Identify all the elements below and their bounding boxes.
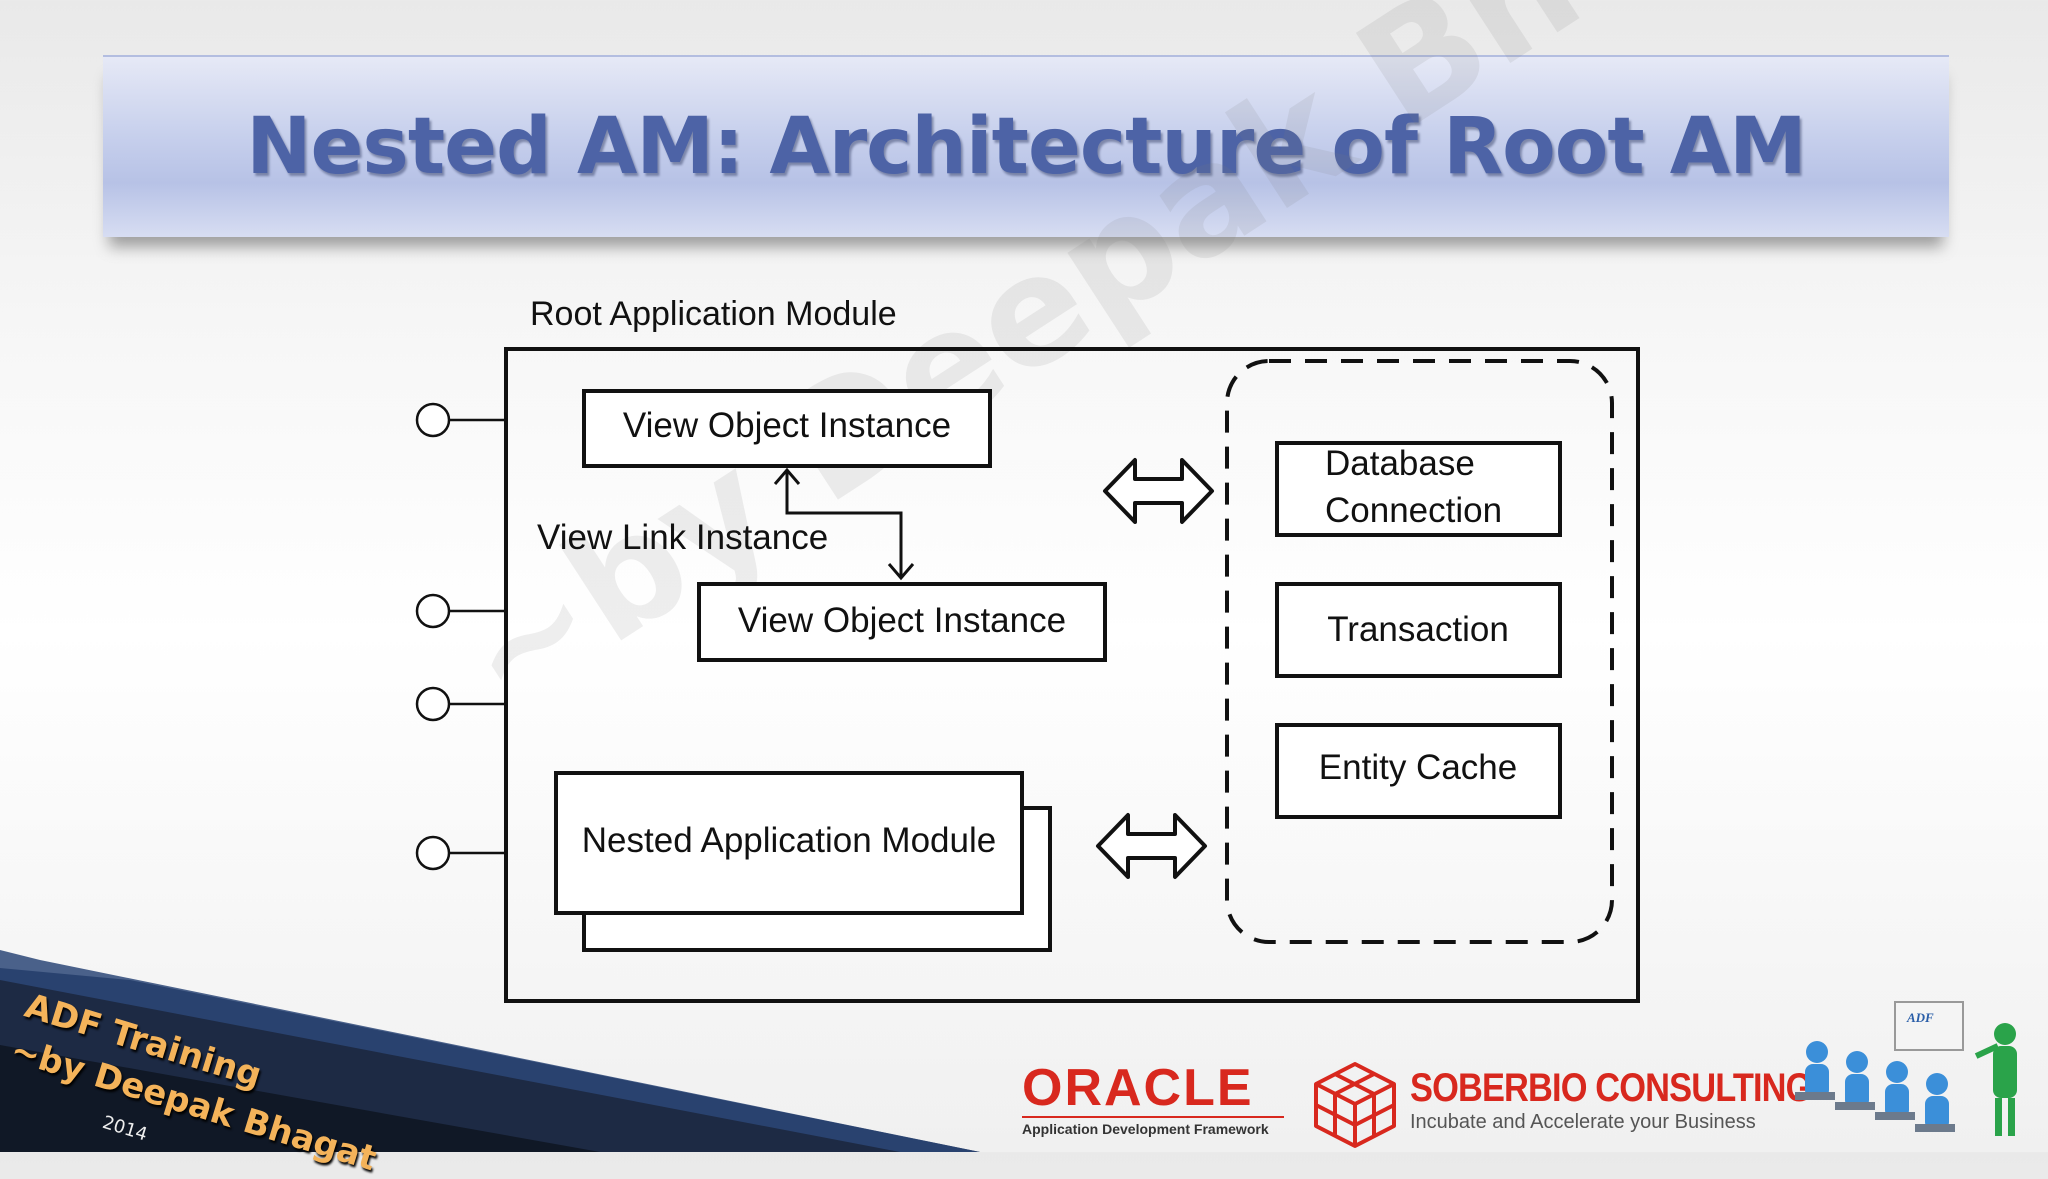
view-link-instance-label: View Link Instance [537,518,828,557]
soberbio-cube-icon [1314,1062,1396,1148]
root-am-label: Root Application Module [530,295,897,333]
transaction-box [1275,582,1562,678]
nested-am-box [554,771,1024,915]
double-arrow-icon [1096,813,1207,879]
database-connection-label-line1: Database [1325,444,1475,483]
interface-port [415,593,506,629]
oracle-wordmark: ORACLE [1022,1059,1254,1117]
view-object-instance-box [582,389,992,468]
view-object-instance-label: View Object Instance [623,406,951,445]
title-banner: Nested AM: Architecture of Root AM [103,55,1949,237]
oracle-logo: ORACLE Application Development Framework [1022,1060,1284,1137]
soberbio-tagline: Incubate and Accelerate your Business [1410,1111,1756,1133]
root-am-box [504,347,1640,1003]
transaction-label: Transaction [1327,610,1509,649]
training-corner-banner [0,950,980,1152]
soberbio-name: SOBERBIO CONSULTING [1410,1066,1812,1110]
database-connection-box [1275,441,1562,537]
services-container [1225,359,1614,944]
interface-port [415,835,506,871]
soberbio-logo: SOBERBIO CONSULTING Incubate and Acceler… [1410,1065,1877,1134]
nested-am-label: Nested Application Module [582,821,996,860]
adf-board-label: ADF [1906,1010,1934,1025]
classroom-people-icon: ADF [1795,1001,2017,1136]
slide-title: Nested AM: Architecture of Root AM [246,102,1807,192]
interface-port [415,686,506,722]
oracle-subtitle: Application Development Framework [1022,1116,1284,1137]
database-connection-label-line2: Connection [1325,491,1502,530]
view-object-instance-label: View Object Instance [738,601,1066,640]
entity-cache-label: Entity Cache [1319,748,1517,787]
entity-cache-box [1275,723,1562,819]
view-object-instance-box [697,582,1107,662]
architecture-diagram: Root Application Module View Object Inst… [415,295,1640,1003]
view-link-connector [773,467,915,581]
interface-port [415,402,506,438]
double-arrow-icon [1103,458,1214,524]
